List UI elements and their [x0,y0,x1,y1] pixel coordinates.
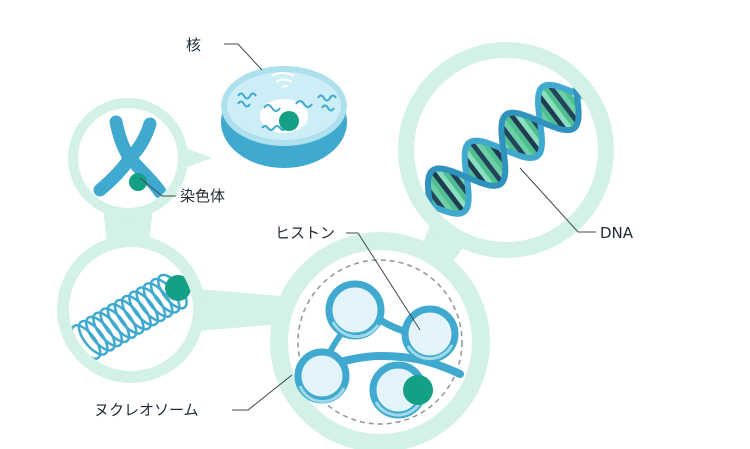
dna-base-pair [538,87,574,132]
dna-base-pair [463,148,495,188]
nucleolus [279,111,299,131]
histone-disc [325,280,385,340]
dna-base-pair [536,100,561,131]
leader-dna [519,167,596,233]
dna-base-pair [500,117,534,160]
dna-base-pair [465,143,500,187]
coil-loop [99,307,131,344]
coil-loop [135,286,167,323]
label-histone: ヒストン [275,224,335,242]
coil-loop [128,290,160,327]
dna-base-pair [462,155,488,186]
leader-histone [346,232,421,331]
dna-base-pair [474,139,507,180]
histone-disc [294,348,350,404]
chromosome-illustration [93,115,167,199]
dna-base-pair [430,169,466,214]
dna-base-pair [434,167,469,210]
label-nucleus: 核 [186,36,201,54]
leader-chromosome [139,177,176,197]
dna-base-pair [481,140,508,173]
histone-core-dot [403,375,433,405]
dna-base-pair [507,111,543,155]
leader-nucleosome [232,374,293,411]
dna-base-pair [426,179,455,215]
nucleosome-dashed-boundary [297,259,463,425]
organelle-squiggle [237,92,257,100]
coil-loop [120,294,152,331]
leader-nucleus [224,43,263,71]
coil-loop [106,303,138,339]
dna-base-pair [503,113,539,159]
dna-base-pair [547,83,580,124]
dna-base-pair [554,84,581,118]
dna-base-pair [468,140,505,185]
coil-loop [142,282,174,318]
coil-loop [84,315,116,352]
chromosome-centromere-dot [129,173,147,191]
dna-base-pair [427,173,461,216]
dna-base-pair [440,167,471,204]
dna-base-pair [542,84,578,129]
leader-lines [139,43,596,411]
nucleosome-illustration [294,259,464,425]
coil-loop [92,311,124,348]
label-dna: DNA [600,224,634,242]
coil-histone-dot [165,275,191,301]
coil-loop [77,319,109,356]
label-nucleosome: ヌクレオソーム [94,401,199,419]
dna-base-pair [536,93,568,132]
dna-base-pair [499,124,528,159]
cell-illustration [221,66,347,168]
coil-loop [113,298,145,335]
label-chromosome: 染色体 [180,187,225,205]
histone-disc [401,305,459,363]
dna-base-pair [513,111,544,149]
histone-disc [369,361,433,419]
